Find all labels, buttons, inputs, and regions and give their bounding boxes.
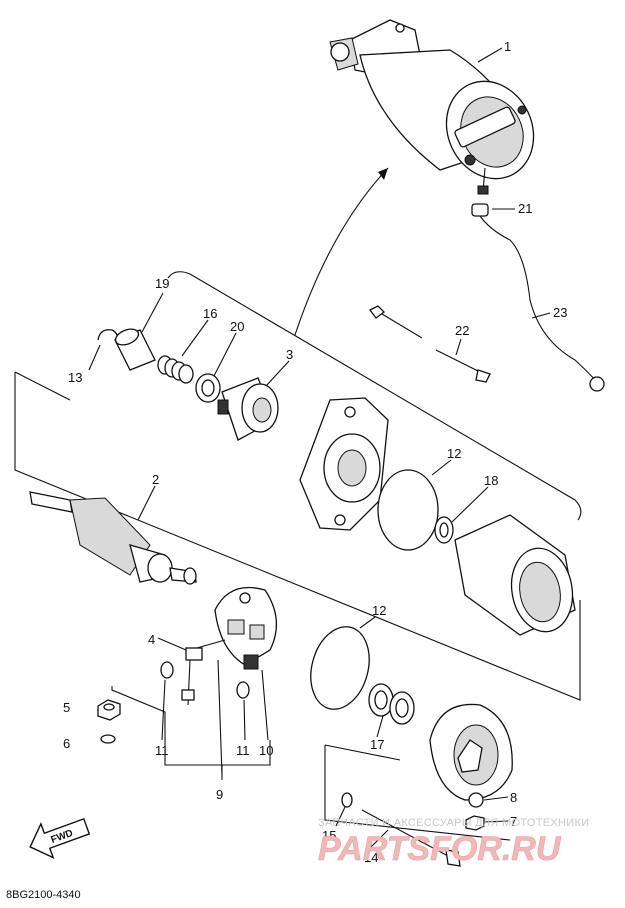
washer-small [100,734,116,744]
washer-bolt [341,792,353,808]
callout-15: 15 [322,828,336,843]
callout-17: 17 [370,737,384,752]
callout-9: 9 [216,787,223,802]
callout-labels: 1 21 23 22 19 16 20 3 13 2 12 18 12 4 5 … [63,39,567,865]
callout-3: 3 [286,347,293,362]
brush-group-bracket [111,686,271,766]
nut [97,699,121,721]
rear-cover [429,703,513,801]
o-ring-bolt [468,792,484,808]
washer [195,373,221,403]
lead-cable [369,305,491,383]
starter-motor-assembly [329,19,535,195]
o-ring-small [434,516,454,544]
callout-4: 4 [148,632,155,647]
callout-10: 10 [259,743,273,758]
lower-group-bracket [324,745,511,841]
callout-2: 2 [152,472,159,487]
callout-22: 22 [455,323,469,338]
callout-5: 5 [63,700,70,715]
o-ring-upper [377,469,439,551]
callout-12-upper: 12 [447,446,461,461]
lead-wire [471,203,605,392]
long-bolt [361,809,461,867]
callout-12-lower: 12 [372,603,386,618]
circlip [97,329,119,345]
callout-23: 23 [553,305,567,320]
callout-8: 8 [510,790,517,805]
callout-16: 16 [203,306,217,321]
callout-11-right: 11 [236,743,250,758]
starter-clutch [217,377,279,441]
watermark: ЗАПЧАСТИ И АКСЕССУАРЫ ДЛЯ МОТОТЕХНИКИ PA… [318,817,589,868]
callout-6: 6 [63,736,70,751]
drawing-code: 8BG2100-4340 [6,889,81,901]
sleeve [114,328,156,371]
callout-13: 13 [68,370,82,385]
o-ring-lower [310,626,370,710]
callout-20: 20 [230,319,244,334]
armature [29,491,197,585]
watermark-logo: PARTSFOR.RU [318,830,562,868]
callout-1: 1 [504,39,511,54]
front-cover [299,397,389,531]
assembly-arrow [294,167,389,336]
callout-14: 14 [364,850,378,865]
callout-21: 21 [518,201,532,216]
callout-19: 19 [155,276,169,291]
watermark-tagline: ЗАПЧАСТИ И АКСЕССУАРЫ ДЛЯ МОТОТЕХНИКИ [318,817,589,829]
upper-group-bracket [167,271,582,521]
nut-bolt [465,815,485,831]
shim-washers [368,683,415,725]
fwd-arrow-icon: FWD [29,817,91,860]
callout-18: 18 [484,473,498,488]
left-group-bracket [14,372,581,701]
yoke-housing [454,514,576,636]
assembly-arrowhead [378,168,388,180]
insulator-right [236,681,250,699]
insulator-left [160,661,174,679]
terminal-bolt [181,647,203,706]
callout-7: 7 [510,814,517,829]
leader-lines [88,47,551,849]
brush-plate [189,586,278,670]
callout-11-left: 11 [155,743,169,758]
spring [157,355,194,384]
